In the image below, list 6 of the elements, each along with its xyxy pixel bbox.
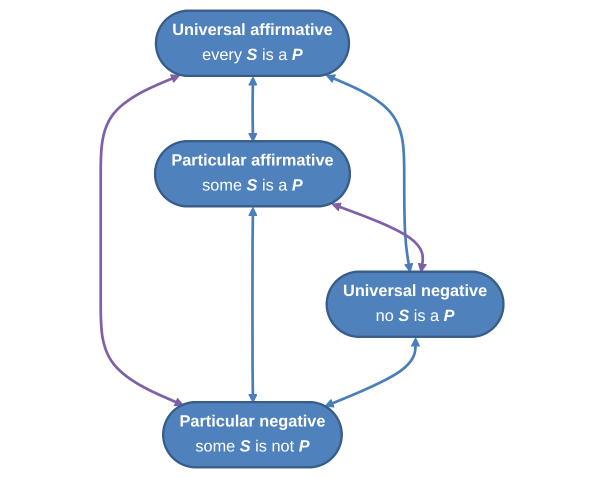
- arrow: [326, 74, 414, 273]
- arrow: [248, 206, 258, 404]
- arrow: [332, 202, 427, 273]
- arrow: [99, 74, 184, 406]
- arrow: [248, 76, 258, 142]
- arrow: [324, 337, 420, 408]
